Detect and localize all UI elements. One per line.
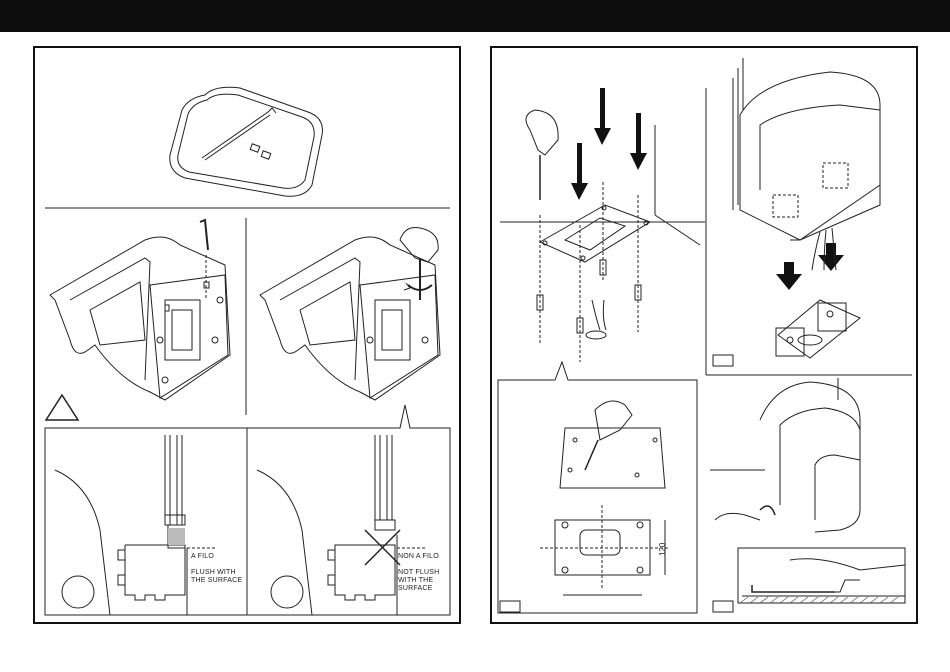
flush-label-it: A FILO xyxy=(191,553,214,561)
not-flush-label-en: NOT FLUSH WITH THE SURFACE xyxy=(398,569,446,593)
flush-label-en: FLUSH WITH THE SURFACE xyxy=(191,569,246,585)
right-instruction-panel xyxy=(490,46,918,624)
plate-dimension-label: 120 xyxy=(658,543,667,556)
top-header-bar xyxy=(0,0,950,32)
not-flush-label-it: NON A FILO xyxy=(398,553,439,561)
left-instruction-panel xyxy=(33,46,461,624)
